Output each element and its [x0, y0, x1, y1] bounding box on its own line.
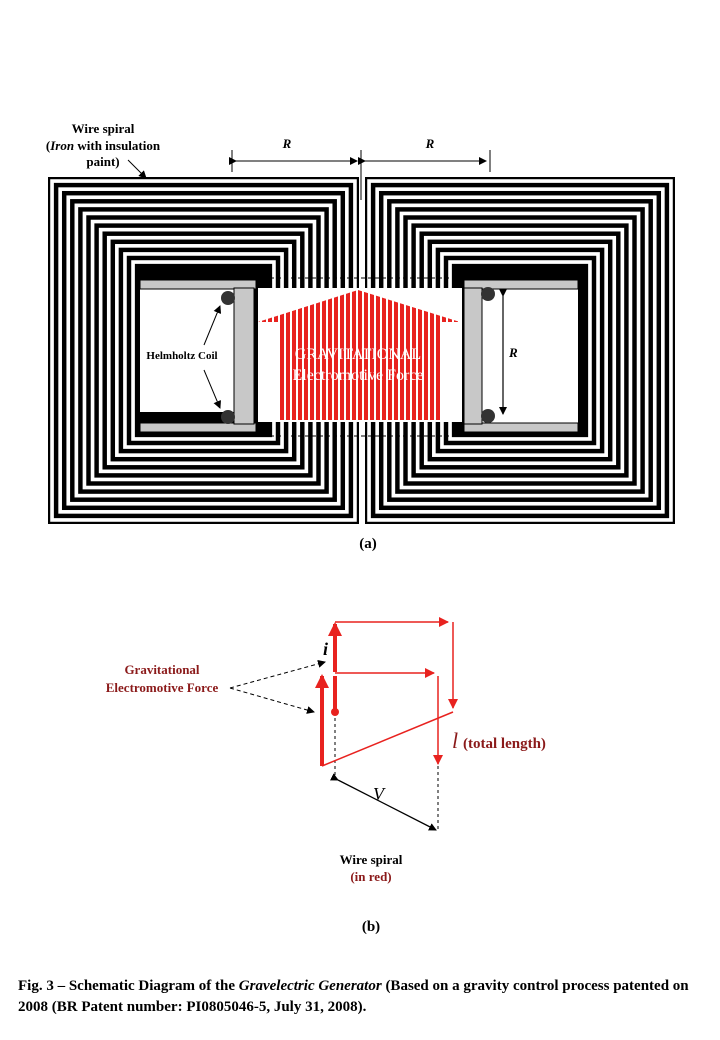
current-label: i: [323, 639, 328, 659]
radius-label-coil: R: [508, 345, 518, 360]
wire-spiral-label-line1: Wire spiral: [72, 121, 135, 136]
wire-spiral-label-line2: (Iron with insulation: [46, 138, 161, 153]
part-a: R R R Wire spiral (Iron with insulation …: [46, 121, 675, 552]
helmholtz-dot-bottom-left: [221, 410, 235, 424]
sub-caption-a: (a): [359, 536, 377, 552]
helmholtz-pointer-top: [203, 305, 222, 346]
gravitational-force-arrow: [258, 288, 462, 422]
figure-caption: Fig. 3 – Schematic Diagram of the Gravel…: [18, 976, 708, 1018]
red-wire-spiral: [315, 617, 458, 767]
length-symbol: l: [452, 728, 458, 753]
spiral-label-line2: (in red): [350, 869, 391, 884]
force-label-line2-b: Electromotive Force: [106, 680, 219, 695]
force-pointers: [229, 659, 326, 714]
force-label-line1-a: GRAVITATIONAL: [295, 346, 421, 363]
helmholtz-dot-bottom-right: [481, 409, 495, 423]
spiral-dotted-lines: [334, 712, 439, 832]
radius-dimension-top: [229, 150, 491, 200]
velocity-label: V: [373, 784, 386, 804]
caption-suffix: (Based on a gravity control process pate…: [18, 978, 689, 1015]
force-label-line2-a: Electromotive Force: [292, 367, 423, 384]
helmholtz-pointer-bottom: [203, 369, 221, 409]
wire-spiral-label: Wire spiral (Iron with insulation paint): [46, 121, 161, 169]
force-label-line1-b: Gravitational: [124, 662, 199, 677]
radius-label-left: R: [282, 136, 292, 151]
velocity-vector: [329, 773, 437, 831]
wire-spiral-pointer: [127, 159, 147, 179]
length-label: (total length): [463, 736, 546, 752]
helmholtz-label: Helmholtz Coil: [146, 350, 217, 362]
caption-prefix: Fig. 3 – Schematic Diagram of the: [18, 978, 239, 994]
helmholtz-dot-top-left: [221, 291, 235, 305]
helmholtz-dot-top-right: [481, 287, 495, 301]
spiral-label-line1: Wire spiral: [340, 852, 403, 867]
wire-spiral-label-line3: paint): [86, 154, 119, 169]
part-b: V i Gravitational Electromotive Force l …: [106, 617, 546, 935]
helmholtz-coil-right: [463, 279, 579, 433]
radius-label-right: R: [425, 136, 435, 151]
sub-caption-b: (b): [362, 919, 380, 935]
caption-title: Gravelectric Generator: [238, 978, 382, 994]
